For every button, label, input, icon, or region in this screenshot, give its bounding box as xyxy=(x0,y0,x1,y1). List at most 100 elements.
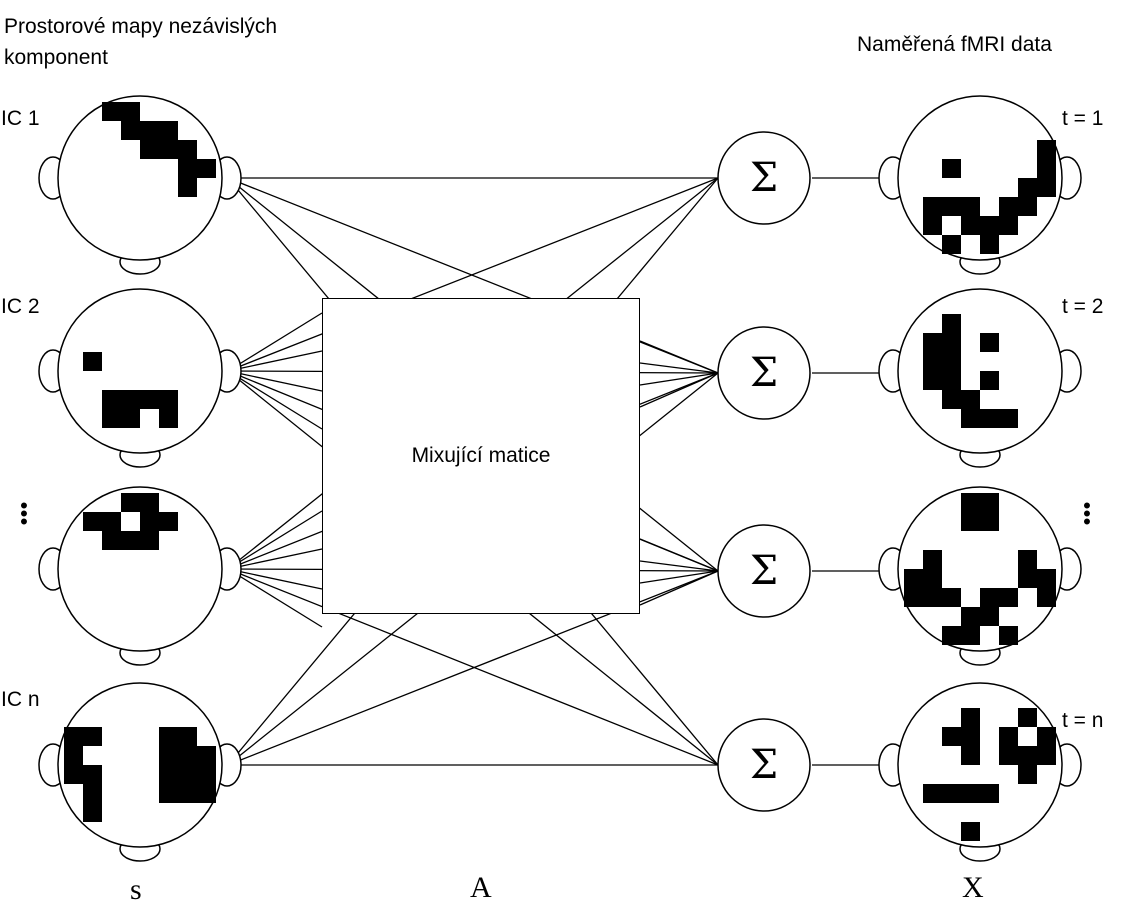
activation-pixel xyxy=(961,708,980,727)
component-heads xyxy=(38,95,242,862)
activation-pixel xyxy=(1018,746,1037,765)
activation-pixel xyxy=(923,588,942,607)
activation-pixel xyxy=(83,765,102,784)
measurement-head xyxy=(878,95,1082,275)
left-title: Prostorové mapy nezávislých komponent xyxy=(4,15,278,69)
activation-pixel xyxy=(923,352,942,371)
activation-pixel xyxy=(140,390,159,409)
summation-circle xyxy=(717,131,811,225)
component-label-n: IC n xyxy=(1,688,40,711)
activation-pixel xyxy=(999,409,1018,428)
activation-pixel xyxy=(999,588,1018,607)
activation-pixel xyxy=(980,235,999,254)
activation-pixel xyxy=(83,352,102,371)
activation-pixel xyxy=(961,409,980,428)
connection-line xyxy=(227,568,323,590)
activation-pixel xyxy=(961,727,980,746)
activation-pixel xyxy=(159,765,178,784)
activation-pixel xyxy=(961,197,980,216)
activation-pixel xyxy=(904,588,923,607)
activation-pixel xyxy=(923,333,942,352)
activation-pixel xyxy=(1037,746,1056,765)
activation-pixel xyxy=(159,409,178,428)
time-ellipsis: ••• xyxy=(1083,493,1091,534)
activation-pixel xyxy=(121,390,140,409)
activation-pixel xyxy=(1037,569,1056,588)
sources-symbol: s xyxy=(130,873,142,906)
activation-pixel xyxy=(980,216,999,235)
activation-pixel xyxy=(1018,178,1037,197)
activation-pixel xyxy=(942,197,961,216)
summation-circle xyxy=(717,524,811,618)
measurement-heads xyxy=(878,95,1082,862)
summation-circle xyxy=(717,326,811,420)
activation-pixel xyxy=(923,569,942,588)
activation-pixel xyxy=(121,121,140,140)
activation-pixel xyxy=(102,102,121,121)
activation-pixel xyxy=(961,784,980,803)
activation-pixel xyxy=(178,765,197,784)
activation-pixel xyxy=(942,727,961,746)
activation-pixel xyxy=(159,746,178,765)
activation-pixel xyxy=(159,512,178,531)
measurement-head xyxy=(878,486,1082,666)
connection-line xyxy=(227,177,719,372)
connection-line xyxy=(227,510,323,570)
activation-pixel xyxy=(999,727,1018,746)
mixing-matrix-label: Mixující matice xyxy=(411,444,551,467)
activation-pixel xyxy=(140,121,159,140)
activation-pixel xyxy=(942,314,961,333)
activation-pixel xyxy=(942,588,961,607)
activation-pixel xyxy=(980,371,999,390)
activation-pixel xyxy=(980,784,999,803)
activation-pixel xyxy=(961,390,980,409)
activation-pixel xyxy=(1018,708,1037,727)
activation-pixel xyxy=(942,626,961,645)
activation-pixel xyxy=(999,197,1018,216)
activation-pixel xyxy=(961,493,980,512)
connection-line xyxy=(639,570,719,584)
activation-pixel xyxy=(961,746,980,765)
activation-pixel xyxy=(83,727,102,746)
activation-pixel xyxy=(140,512,159,531)
activation-pixel xyxy=(923,216,942,235)
summation-symbol: Σ xyxy=(750,350,778,396)
activation-pixel xyxy=(197,765,216,784)
component-head xyxy=(38,682,242,862)
connection-line xyxy=(639,560,719,572)
activation-pixel xyxy=(980,588,999,607)
activation-pixel xyxy=(64,727,83,746)
activation-pixel xyxy=(999,216,1018,235)
activation-pixel xyxy=(1037,159,1056,178)
activation-pixel xyxy=(1018,765,1037,784)
activation-pixel xyxy=(159,140,178,159)
activation-pixel xyxy=(178,159,197,178)
mixing-matrix-box: Mixující matice xyxy=(322,298,640,614)
summation-circle xyxy=(717,718,811,812)
connection-line xyxy=(227,568,719,766)
head-circle xyxy=(57,95,223,261)
activation-pixel xyxy=(980,333,999,352)
connection-line xyxy=(227,370,323,430)
activation-pixel xyxy=(942,159,961,178)
activation-pixel xyxy=(1018,550,1037,569)
activation-pixel xyxy=(942,390,961,409)
activation-pixel xyxy=(178,784,197,803)
component-label-1: IC 1 xyxy=(1,107,40,130)
measurement-head xyxy=(878,288,1082,468)
time-label-1: t = 1 xyxy=(1062,107,1104,130)
connection-line xyxy=(639,362,719,374)
activation-pixel xyxy=(980,607,999,626)
activation-pixel xyxy=(961,216,980,235)
activation-pixel xyxy=(923,371,942,390)
activation-pixel xyxy=(83,803,102,822)
activation-pixel xyxy=(942,333,961,352)
activation-pixel xyxy=(961,626,980,645)
head-circle xyxy=(897,486,1063,652)
activation-pixel xyxy=(1037,588,1056,607)
activation-pixel xyxy=(159,727,178,746)
activation-pixel xyxy=(197,784,216,803)
connection-line xyxy=(227,548,323,570)
